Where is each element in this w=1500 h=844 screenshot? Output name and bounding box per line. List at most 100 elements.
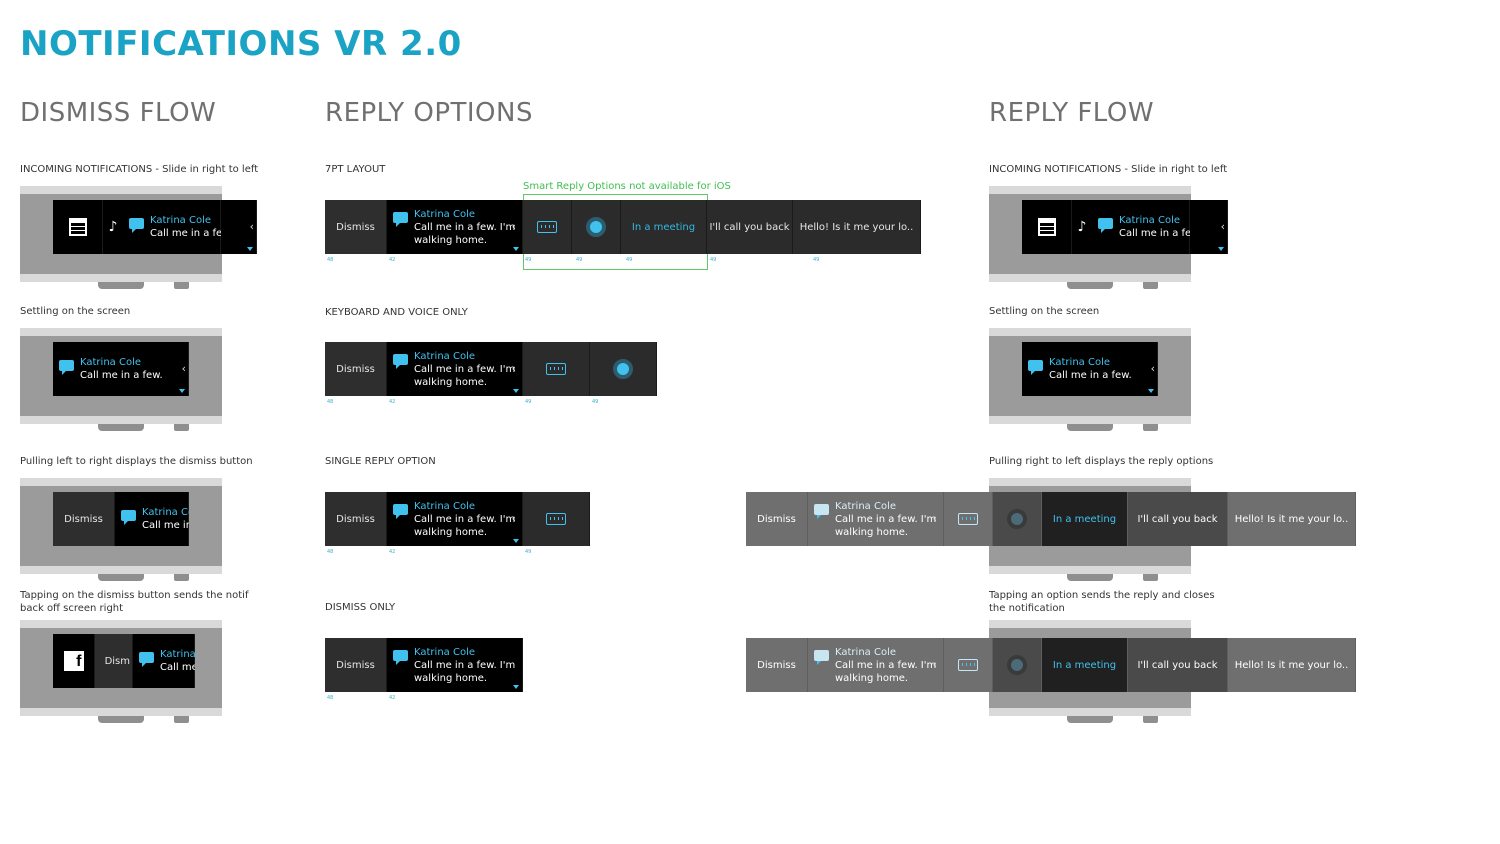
reply-option-call-back[interactable]: I'll call you back <box>1128 492 1228 546</box>
chat-icon <box>814 503 829 519</box>
calendar-tile[interactable] <box>1022 200 1072 254</box>
sender-name: Katrina Co <box>142 507 189 518</box>
reply-option-hello[interactable]: Hello! Is it me your lo.. <box>793 200 921 254</box>
chat-icon <box>1098 218 1113 233</box>
section-dismiss-flow: DISMISS FLOW <box>20 98 217 128</box>
sender-name: Katrina Cole <box>835 500 896 512</box>
dismiss-button[interactable]: Dismiss <box>325 492 387 546</box>
caption-dismiss-only: DISMISS ONLY <box>325 602 396 613</box>
keyboard-button[interactable] <box>523 342 590 396</box>
corner-indicator <box>179 389 185 393</box>
caption-line: Tapping an option sends the reply and cl… <box>989 590 1215 601</box>
reply-option-call-back[interactable]: I'll call you back <box>1128 638 1228 692</box>
tick-label: 42 <box>389 549 396 555</box>
reply-option-meeting[interactable]: In a meeting <box>1042 638 1128 692</box>
message-text: Call me in a few. <box>150 228 233 239</box>
tick-label: 49 <box>525 549 532 555</box>
runner-tile[interactable]: ♪ <box>103 200 123 254</box>
tick-label: 48 <box>327 549 334 555</box>
keyboard-button[interactable] <box>944 638 993 692</box>
chevron-left-icon: ‹ <box>1150 362 1155 375</box>
reply-option-call-back[interactable]: I'll call you back <box>707 200 793 254</box>
dismiss-button[interactable]: Dismiss <box>325 200 387 254</box>
tick-label: 49 <box>525 399 532 405</box>
corner-indicator <box>247 247 253 251</box>
section-reply-options: REPLY OPTIONS <box>325 98 533 128</box>
device-button <box>1067 282 1113 289</box>
reply-option-meeting[interactable]: In a meeting <box>1042 492 1128 546</box>
reply-option-hello[interactable]: Hello! Is it me your lo.. <box>1228 638 1356 692</box>
dismiss-button[interactable]: Dismiss <box>746 638 808 692</box>
dismiss-button[interactable]: Dism <box>95 634 133 688</box>
chat-icon <box>393 353 408 369</box>
message-line-2: walking home. <box>835 672 909 684</box>
voice-button[interactable] <box>993 638 1042 692</box>
keyboard-icon <box>537 221 557 233</box>
caption-tapping-reply: Tapping an option sends the reply and cl… <box>989 589 1215 615</box>
microphone-icon <box>1007 509 1027 529</box>
message-line-2: walking home. <box>414 526 488 538</box>
sender-name: Katrina Cole <box>414 500 475 512</box>
device-tapping-dismiss: f Dism Katrina (Call me <box>20 620 222 723</box>
voice-button[interactable] <box>993 492 1042 546</box>
voice-button[interactable] <box>572 200 621 254</box>
dismiss-button[interactable]: Dismiss <box>325 638 387 692</box>
notification-card[interactable]: Katrina (Call me <box>133 634 195 688</box>
runner-tile[interactable]: ♪ <box>1072 200 1092 254</box>
caption-single-reply: SINGLE REPLY OPTION <box>325 456 436 467</box>
chevron-left-icon: ‹ <box>249 220 254 233</box>
dismiss-button[interactable]: Dismiss <box>325 342 387 396</box>
chat-icon <box>393 649 408 665</box>
corner-indicator <box>513 389 519 393</box>
microphone-icon <box>586 217 606 237</box>
caption-tapping-dismiss: Tapping on the dismiss button sends the … <box>20 589 248 615</box>
reply-option-hello[interactable]: Hello! Is it me your lo.. <box>1228 492 1356 546</box>
voice-button[interactable] <box>590 342 657 396</box>
reply-option-meeting[interactable]: In a meeting <box>621 200 707 254</box>
keyboard-button[interactable] <box>523 200 572 254</box>
device-button-small <box>1143 424 1158 431</box>
message-line-1: Call me in a few. I'm <box>414 363 516 375</box>
device-button-small <box>1143 716 1158 723</box>
dismiss-button[interactable]: Dismiss <box>53 492 115 546</box>
keyboard-button[interactable] <box>944 492 993 546</box>
facebook-tile[interactable]: f <box>53 634 95 688</box>
keyboard-button[interactable] <box>523 492 590 546</box>
calendar-tile[interactable] <box>53 200 103 254</box>
caption-incoming-reply: INCOMING NOTIFICATIONS - Slide in right … <box>989 164 1228 175</box>
chat-icon <box>129 218 144 233</box>
tick-label: 42 <box>389 257 396 263</box>
sender-name: Katrina Cole <box>414 646 475 658</box>
keyboard-icon <box>958 659 978 671</box>
keyboard-icon <box>546 363 566 375</box>
tick-label: 49 <box>626 257 633 263</box>
device-button <box>1067 716 1113 723</box>
caption-keyboard-voice: KEYBOARD AND VOICE ONLY <box>325 307 468 318</box>
caption-line: Tapping on the dismiss button sends the … <box>20 590 249 601</box>
dismiss-button[interactable]: Dismiss <box>746 492 808 546</box>
chat-icon <box>393 211 408 227</box>
keyboard-icon <box>958 513 978 525</box>
chat-icon <box>139 652 154 667</box>
caption-pulling-reply: Pulling right to left displays the reply… <box>989 456 1214 467</box>
sender-name: Katrina Cole <box>1049 357 1110 368</box>
